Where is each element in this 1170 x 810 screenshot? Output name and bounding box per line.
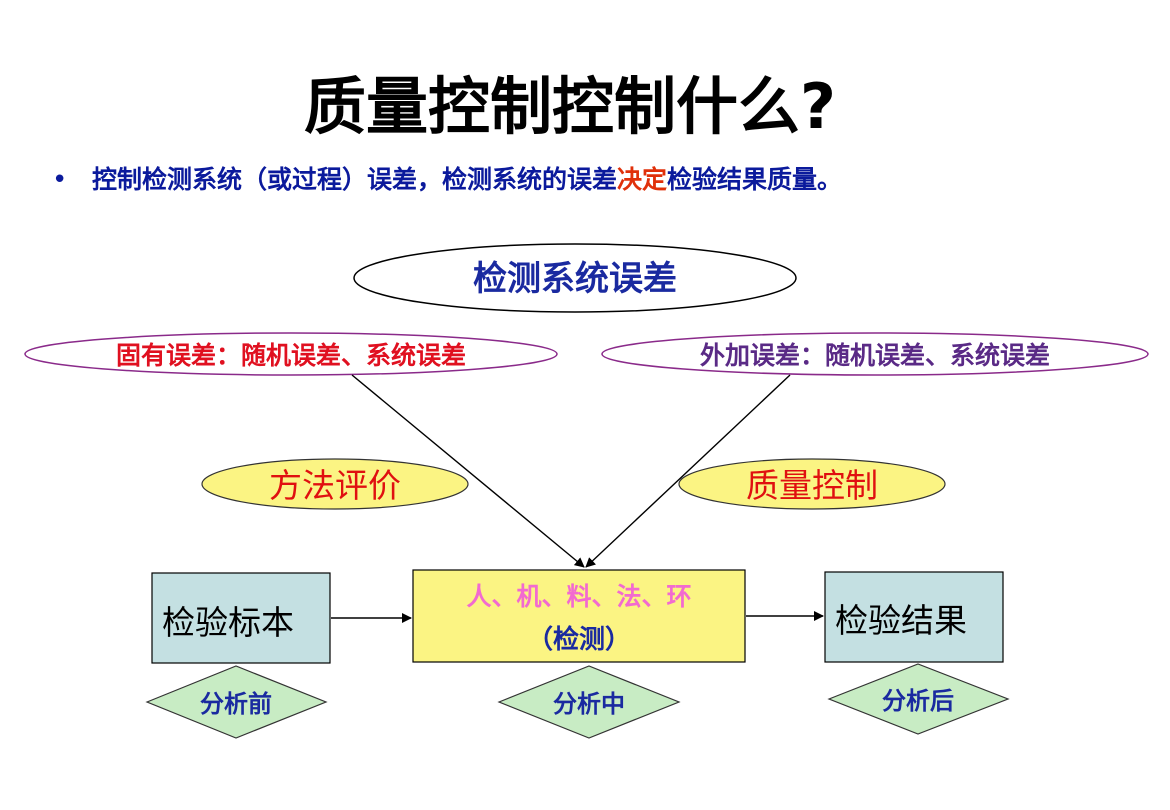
bullet-text-highlight: 决定 <box>617 165 667 194</box>
bullet-text-after: 检验结果质量。 <box>667 165 842 194</box>
specimen-label: 检验标本 <box>162 603 294 642</box>
system-error-label: 检测系统误差 <box>473 259 677 299</box>
arrow-external-to-center <box>585 374 791 568</box>
method-eval-ellipse <box>201 458 469 510</box>
pre-analysis-label: 分析前 <box>200 690 272 718</box>
bullet-text-before: 控制检测系统（或过程）误差，检测系统的误差 <box>92 165 617 194</box>
arrow-inherent-to-center <box>351 374 585 568</box>
quality-control-label: 质量控制 <box>746 466 878 505</box>
center-process-line1: 人、机、料、法、环 <box>466 582 691 611</box>
post-analysis-label: 分析后 <box>882 687 954 715</box>
center-process-box <box>412 569 746 663</box>
external-error-ellipse <box>601 332 1149 376</box>
system-error-ellipse <box>353 243 797 313</box>
page-title: 质量控制控制什么? <box>304 70 836 143</box>
inherent-error-label: 固有误差：随机误差、系统误差 <box>116 341 466 370</box>
inherent-error-ellipse <box>24 332 558 376</box>
quality-control-ellipse <box>678 458 946 510</box>
external-error-label: 外加误差：随机误差、系统误差 <box>700 341 1050 370</box>
post-analysis-diamond <box>827 663 1010 735</box>
center-process-line2: （检测） <box>527 624 631 655</box>
result-box <box>824 571 1004 663</box>
in-analysis-diamond <box>497 665 681 739</box>
result-label: 检验结果 <box>835 601 967 640</box>
specimen-box <box>151 572 331 664</box>
method-eval-label: 方法评价 <box>269 466 401 505</box>
in-analysis-label: 分析中 <box>553 690 625 718</box>
bullet-marker: • <box>52 165 67 195</box>
bullet-text: 控制检测系统（或过程）误差，检测系统的误差决定检验结果质量。 <box>92 165 842 194</box>
pre-analysis-diamond <box>145 665 328 739</box>
